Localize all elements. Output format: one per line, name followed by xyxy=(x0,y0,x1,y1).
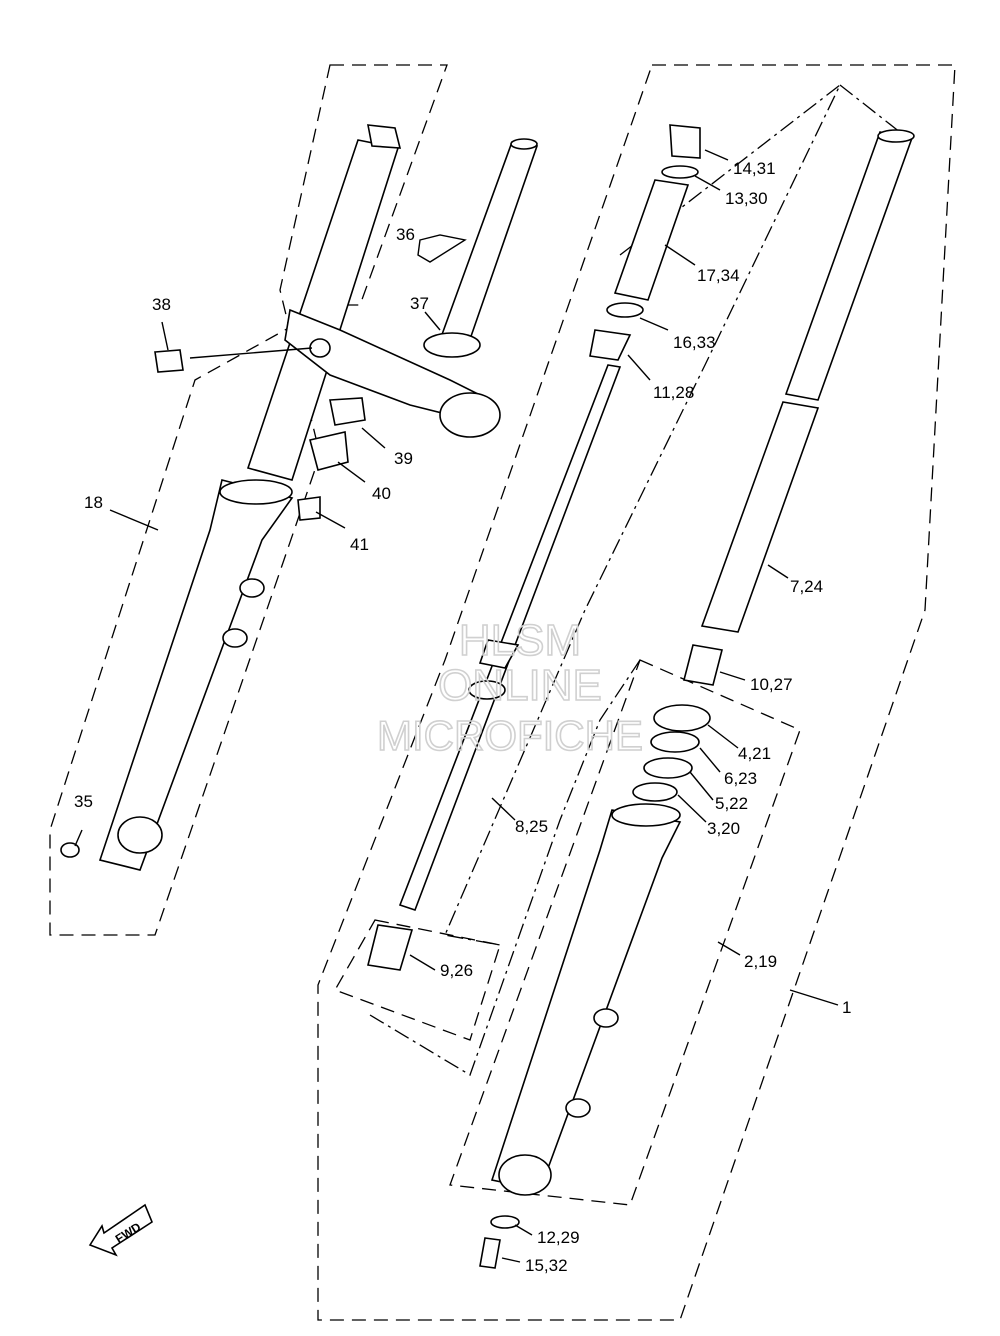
left-outer-tube xyxy=(98,479,294,871)
label-36: 36 xyxy=(396,225,415,244)
watermark-line-2: ONLINE xyxy=(438,661,602,710)
right-mount-boss-2 xyxy=(565,1098,591,1118)
bolt-15-32 xyxy=(479,1237,501,1269)
label-17-34: 17,34 xyxy=(697,266,740,285)
outer-tube-top xyxy=(611,803,681,827)
right-fork-assembly xyxy=(479,129,915,1269)
right-mount-boss-1 xyxy=(593,1008,619,1028)
label-9-26: 9,26 xyxy=(440,961,473,980)
dust-seal-4-21 xyxy=(653,704,711,732)
fwd-direction-badge: FWD xyxy=(88,1203,153,1257)
watermark-line-3: MICROFICHE xyxy=(377,712,643,759)
label-41: 41 xyxy=(350,535,369,554)
label-35: 35 xyxy=(74,792,93,811)
label-37: 37 xyxy=(410,294,429,313)
label-18: 18 xyxy=(84,493,103,512)
bracket-clamp xyxy=(439,392,501,438)
rod-piston xyxy=(468,680,506,700)
steering-stem-assembly xyxy=(60,138,539,858)
group-8-25-outline xyxy=(444,84,841,946)
label-8-25: 8,25 xyxy=(515,817,548,836)
inner-tube-7-24 xyxy=(700,401,820,633)
upper-tube-top xyxy=(877,129,915,143)
group-7-24-boundary xyxy=(839,84,911,141)
label-16-33: 16,33 xyxy=(673,333,716,352)
left-inner-tube xyxy=(246,139,400,481)
left-fork-assembly xyxy=(98,124,402,871)
group-2-19-outline xyxy=(449,659,801,1206)
washer-16-33 xyxy=(606,302,644,318)
label-11-28: 11,28 xyxy=(653,383,694,402)
bolt-38 xyxy=(154,349,184,373)
left-cap-bolt xyxy=(367,124,402,149)
label-13-30: 13,30 xyxy=(725,189,768,208)
clip-6-23 xyxy=(650,731,700,753)
group-inner-boundary xyxy=(369,659,641,1076)
label-4-21: 4,21 xyxy=(738,744,771,763)
upper-tube xyxy=(784,131,914,401)
rebound-spring xyxy=(478,639,520,669)
screw-35 xyxy=(60,842,80,858)
label-15-32: 15,32 xyxy=(525,1256,568,1275)
washer-12-29 xyxy=(490,1215,520,1229)
group-1-outline xyxy=(317,64,956,1321)
watermark: HLSM ONLINE MICROFICHE xyxy=(376,615,644,760)
steering-stem xyxy=(438,141,539,346)
label-14-31: 14,31 xyxy=(733,159,776,178)
left-mount-boss-1 xyxy=(239,578,265,598)
clip-40 xyxy=(309,431,349,471)
bolt-41 xyxy=(297,496,321,521)
label-12-29: 12,29 xyxy=(537,1228,580,1247)
cap-bolt-14-31 xyxy=(669,124,701,159)
stem-top xyxy=(510,138,538,150)
left-mount-boss-2 xyxy=(222,628,248,648)
bracket-39 xyxy=(329,397,366,426)
label-38: 38 xyxy=(152,295,171,314)
label-40: 40 xyxy=(372,484,391,503)
label-10-27: 10,27 xyxy=(750,675,793,694)
label-3-20: 3,20 xyxy=(707,819,740,838)
label-1: 1 xyxy=(842,998,851,1017)
label-7-24: 7,24 xyxy=(790,577,823,596)
oil-seal-5-22 xyxy=(643,757,693,779)
watermark-line-1: HLSM xyxy=(459,616,581,665)
spring-9-26 xyxy=(367,924,414,971)
label-5-22: 5,22 xyxy=(715,794,748,813)
spring-11-28 xyxy=(589,329,632,361)
bushing-10-27 xyxy=(683,644,723,686)
fwd-arrow-icon xyxy=(88,1203,153,1257)
label-39: 39 xyxy=(394,449,413,468)
o-ring-13-30 xyxy=(661,165,699,179)
damper-rod-8-25 xyxy=(398,364,622,912)
left-tube-collar xyxy=(219,479,293,505)
left-axle-boss xyxy=(117,816,163,854)
washer-3-20 xyxy=(632,782,678,802)
leader-lines xyxy=(74,149,839,1263)
bracket-bolt-hole xyxy=(309,338,331,358)
bearing-37 xyxy=(423,332,481,358)
spacer-17-34 xyxy=(613,179,690,301)
label-6-23: 6,23 xyxy=(724,769,757,788)
group-9-26-outline xyxy=(334,919,501,1041)
right-axle-boss xyxy=(498,1154,552,1196)
group-18-outline xyxy=(49,64,448,936)
label-2-19: 2,19 xyxy=(744,952,777,971)
outer-tube-2-19 xyxy=(490,809,682,1191)
fork-internals xyxy=(367,124,701,971)
